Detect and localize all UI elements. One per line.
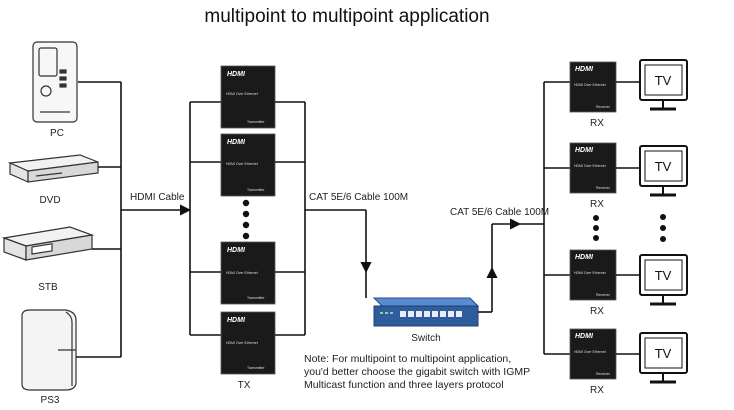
rx-label: RX: [590, 306, 604, 317]
rx-ellipsis-dots: [593, 215, 599, 241]
rx-tv-connectors: [616, 81, 640, 355]
note-line: Note: For multipoint to multipoint appli…: [304, 353, 512, 365]
hdmi-logo: HDMI: [227, 317, 246, 324]
hdmi-logo: HDMI: [575, 254, 594, 261]
tx-box: HDMI HDMI Over Ethernet Transmitter: [220, 311, 276, 375]
pc-icon: [32, 41, 78, 123]
tv-label: TV: [655, 159, 672, 174]
cat-cable-label-left: CAT 5E/6 Cable 100M: [309, 192, 408, 203]
tv-label: TV: [655, 73, 672, 88]
rx-label: RX: [590, 385, 604, 396]
tv-icon: TV: [639, 145, 688, 197]
hdmi-logo: HDMI: [227, 139, 246, 146]
source-label-ps3: PS3: [41, 395, 60, 406]
tx-box: HDMI HDMI Over Ethernet Transmitter: [220, 133, 276, 197]
box-subtitle: HDMI Over Ethernet: [226, 271, 258, 275]
tx-box: HDMI HDMI Over Ethernet Transmitter: [220, 65, 276, 129]
tv-icon: TV: [639, 332, 688, 384]
tv-label: TV: [655, 268, 672, 283]
tx-ellipsis-dots: [242, 199, 250, 240]
rx-box: HDMI HDMI Over Ethernet Receiver: [569, 61, 617, 113]
box-subtitle: HDMI Over Ethernet: [226, 162, 258, 166]
cat-cable-label-right: CAT 5E/6 Cable 100M: [450, 207, 549, 218]
box-subtitle: HDMI Over Ethernet: [574, 350, 606, 354]
box-subtitle: HDMI Over Ethernet: [574, 271, 606, 275]
tv-icon: TV: [639, 59, 688, 111]
box-subtitle: HDMI Over Ethernet: [226, 92, 258, 96]
source-label-dvd: DVD: [39, 195, 60, 206]
rx-box: HDMI HDMI Over Ethernet Receiver: [569, 328, 617, 380]
box-subtitle: HDMI Over Ethernet: [226, 341, 258, 345]
game-console-icon: [21, 309, 77, 391]
application-note: Note: For multipoint to multipoint appli…: [304, 353, 564, 392]
receiver-text: Receiver: [596, 186, 611, 190]
rx-label: RX: [590, 118, 604, 129]
tv-ellipsis-dots: [660, 214, 666, 242]
rx-input-bus: [543, 81, 570, 355]
hdmi-logo: HDMI: [575, 333, 594, 340]
hdmi-logo: HDMI: [227, 71, 246, 78]
tv-icon: TV: [639, 254, 688, 306]
note-line: you'd better choose the gigabit switch w…: [304, 366, 531, 378]
switch-label: Switch: [411, 333, 440, 344]
diagram-title: multipoint to multipoint application: [204, 6, 489, 27]
tx-output-bus: [275, 101, 372, 336]
rx-box: HDMI HDMI Over Ethernet Receiver: [569, 249, 617, 301]
tx-box: HDMI HDMI Over Ethernet Transmitter: [220, 241, 276, 305]
rx-box: HDMI HDMI Over Ethernet Receiver: [569, 142, 617, 194]
hdmi-logo: HDMI: [575, 147, 594, 154]
box-subtitle: HDMI Over Ethernet: [574, 83, 606, 87]
hdmi-cable-label: HDMI Cable: [130, 192, 185, 203]
dvd-player-icon: [7, 154, 99, 183]
receiver-text: Receiver: [596, 293, 611, 297]
network-switch-icon: [372, 297, 480, 327]
transmitter-text: Transmitter: [247, 366, 265, 370]
source-connectors: [76, 81, 192, 358]
source-label-pc: PC: [50, 128, 64, 139]
receiver-text: Receiver: [596, 105, 611, 109]
set-top-box-icon: [1, 226, 95, 261]
hdmi-logo: HDMI: [227, 247, 246, 254]
box-subtitle: HDMI Over Ethernet: [574, 164, 606, 168]
tx-input-bus: [189, 101, 221, 336]
receiver-text: Receiver: [596, 372, 611, 376]
tx-label: TX: [238, 380, 251, 391]
transmitter-text: Transmitter: [247, 188, 265, 192]
hdmi-logo: HDMI: [575, 66, 594, 73]
note-line: Multicast function and three layers prot…: [304, 379, 504, 391]
transmitter-text: Transmitter: [247, 120, 265, 124]
rx-feed-line: [478, 218, 544, 313]
rx-label: RX: [590, 199, 604, 210]
transmitter-text: Transmitter: [247, 296, 265, 300]
source-label-stb: STB: [38, 282, 58, 293]
tv-label: TV: [655, 346, 672, 361]
